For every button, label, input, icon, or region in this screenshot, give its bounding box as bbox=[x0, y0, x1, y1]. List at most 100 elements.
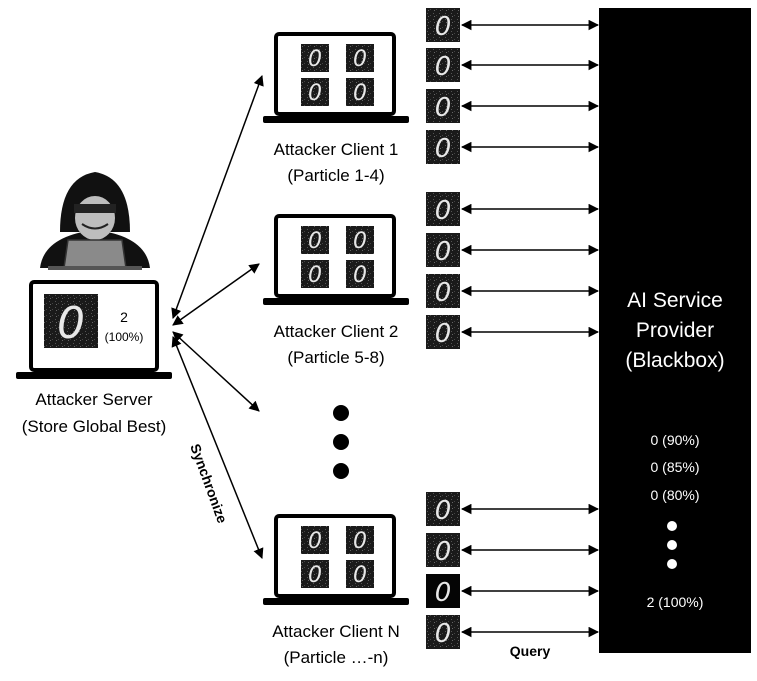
client-label-line2: (Particle 5-8) bbox=[287, 348, 384, 367]
mnist-digit-image-icon bbox=[301, 78, 329, 106]
provider-title-line3: (Blackbox) bbox=[625, 349, 724, 372]
mnist-digit-image-icon bbox=[346, 44, 374, 72]
digit-glyph: 0 bbox=[435, 496, 452, 526]
server-label-line2: (Store Global Best) bbox=[22, 417, 167, 436]
digit-glyph: 0 bbox=[353, 81, 367, 106]
mnist-digit-image-icon bbox=[346, 78, 374, 106]
client-label-line2: (Particle 1-4) bbox=[287, 166, 384, 185]
digit-glyph: 0 bbox=[57, 298, 85, 349]
digit-glyph: 0 bbox=[353, 47, 367, 72]
client-label-line1: Attacker Client 1 bbox=[274, 140, 399, 159]
mnist-digit-image-icon bbox=[346, 226, 374, 254]
ai-service-provider-box: AI Service Provider (Blackbox) 0 (90%) 0… bbox=[599, 8, 751, 653]
laptop-base bbox=[263, 116, 409, 123]
provider-result-1: 0 (90%) bbox=[650, 432, 699, 448]
mnist-digit-image-icon bbox=[44, 294, 98, 348]
hacker-icon bbox=[40, 172, 150, 270]
query-row: 0 bbox=[426, 192, 600, 226]
mnist-digit-image-icon bbox=[301, 260, 329, 288]
laptop-icon bbox=[274, 514, 396, 598]
query-row: 0 bbox=[426, 130, 600, 164]
mnist-digit-image-icon bbox=[426, 574, 460, 608]
mnist-digit-image-icon bbox=[426, 315, 460, 349]
query-row: 0 bbox=[426, 492, 600, 526]
mnist-digit-image-icon bbox=[301, 560, 329, 588]
mnist-digit-image-icon bbox=[346, 560, 374, 588]
digit-glyph: 0 bbox=[435, 196, 452, 226]
digit-glyph: 0 bbox=[435, 319, 452, 349]
query-row: 0 bbox=[426, 8, 600, 42]
query-row: 0 bbox=[426, 315, 600, 349]
client-label-line2: (Particle …-n) bbox=[284, 648, 389, 667]
arrow-server-client1 bbox=[171, 75, 264, 319]
query-row: 0 bbox=[426, 274, 600, 308]
query-row: 0 bbox=[426, 233, 600, 267]
digit-glyph: 0 bbox=[353, 229, 367, 254]
provider-title-line1: AI Service bbox=[627, 289, 723, 312]
laptop-base bbox=[263, 598, 409, 605]
mnist-digit-image-icon bbox=[426, 274, 460, 308]
server-class-label: 2 bbox=[120, 309, 128, 325]
mnist-digit-image-icon bbox=[426, 233, 460, 267]
mnist-digit-image-icon bbox=[426, 192, 460, 226]
digit-glyph: 0 bbox=[353, 529, 367, 554]
server-client-arrows bbox=[171, 75, 264, 559]
mnist-digit-image-icon bbox=[426, 8, 460, 42]
laptop-icon bbox=[274, 214, 396, 298]
arrow-server-client2 bbox=[172, 263, 260, 326]
ellipsis-dot bbox=[667, 540, 677, 550]
query-label: Query bbox=[510, 643, 551, 659]
digit-glyph: 0 bbox=[353, 263, 367, 288]
server-laptop-icon: 0 2 (100%) bbox=[16, 280, 172, 379]
digit-glyph: 0 bbox=[353, 563, 367, 588]
ellipsis-dot bbox=[333, 463, 349, 479]
provider-title-line2: Provider bbox=[636, 319, 714, 342]
mnist-digit-image-icon bbox=[426, 48, 460, 82]
mnist-digit-image-icon bbox=[426, 492, 460, 526]
digit-glyph: 0 bbox=[308, 263, 322, 288]
digit-glyph: 0 bbox=[435, 93, 452, 123]
provider-result-3: 0 (80%) bbox=[650, 487, 699, 503]
digit-glyph: 0 bbox=[435, 52, 452, 82]
mnist-digit-image-icon bbox=[426, 130, 460, 164]
ellipsis-dot bbox=[333, 434, 349, 450]
mnist-digit-image-icon bbox=[301, 226, 329, 254]
mnist-digit-image-icon bbox=[301, 526, 329, 554]
mnist-digit-image-icon bbox=[426, 533, 460, 567]
arrow-server-ellipsis bbox=[172, 331, 260, 412]
client-label-line1: Attacker Client N bbox=[272, 622, 400, 641]
digit-glyph: 0 bbox=[435, 237, 452, 267]
query-row: 0 bbox=[426, 533, 600, 567]
ellipsis-dot bbox=[667, 559, 677, 569]
client-label-line1: Attacker Client 2 bbox=[274, 322, 399, 341]
mnist-digit-image-icon bbox=[426, 89, 460, 123]
digit-glyph: 0 bbox=[435, 537, 452, 567]
mnist-digit-image-icon bbox=[301, 44, 329, 72]
digit-glyph: 0 bbox=[308, 47, 322, 72]
digit-glyph: 0 bbox=[308, 81, 322, 106]
digit-glyph: 0 bbox=[308, 229, 322, 254]
laptop-base bbox=[263, 298, 409, 305]
query-row: 0 bbox=[426, 574, 600, 608]
synchronize-label: Synchronize bbox=[187, 442, 231, 526]
digit-glyph: 0 bbox=[308, 563, 322, 588]
digit-glyph: 0 bbox=[435, 12, 452, 42]
query-row: 0 bbox=[426, 615, 600, 649]
provider-result-4: 2 (100%) bbox=[647, 594, 704, 610]
mnist-digit-image-icon bbox=[346, 526, 374, 554]
provider-result-2: 0 (85%) bbox=[650, 459, 699, 475]
digit-glyph: 0 bbox=[435, 578, 452, 608]
laptop-icon bbox=[274, 32, 396, 116]
ellipsis-dot bbox=[667, 521, 677, 531]
server-label-line1: Attacker Server bbox=[35, 390, 152, 409]
mnist-digit-image-icon bbox=[346, 260, 374, 288]
query-row: 0 bbox=[426, 89, 600, 123]
ellipsis-dot bbox=[333, 405, 349, 421]
server-confidence-label: (100%) bbox=[105, 330, 144, 344]
digit-glyph: 0 bbox=[435, 278, 452, 308]
digit-glyph: 0 bbox=[435, 619, 452, 649]
